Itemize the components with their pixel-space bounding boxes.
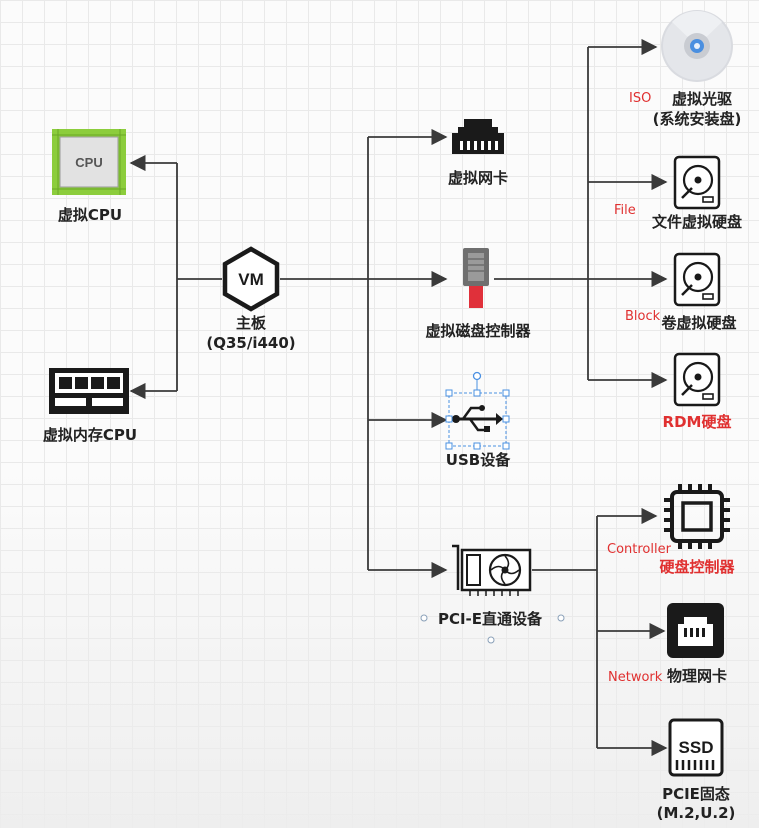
board-model-label: (Q35/i440) — [206, 334, 296, 352]
phys-nic-label: 物理网卡 — [666, 667, 727, 685]
tag-network: Network — [608, 670, 663, 685]
cd-disc-icon — [661, 10, 733, 82]
hdd-icon-rdm — [673, 352, 721, 407]
tag-iso: ISO — [629, 91, 652, 106]
usb-selection-box[interactable] — [445, 371, 510, 450]
board-label: 主板 — [235, 314, 266, 332]
pcie-card-icon — [452, 544, 532, 596]
vcdrom-sub-label: (系统安装盘) — [652, 110, 742, 128]
pcie-label: PCI-E直通设备 — [437, 610, 543, 628]
connectors — [129, 38, 668, 757]
vdisk-ctrl-label: 虚拟磁盘控制器 — [425, 322, 531, 340]
hdd-ctrl-label: 硬盘控制器 — [659, 558, 735, 576]
tag-file: File — [614, 203, 636, 218]
ethernet-port-icon — [452, 119, 504, 154]
link-board-left-trunk — [176, 163, 222, 391]
vcdrom-label: 虚拟光驱 — [671, 90, 732, 108]
hdd-icon-file — [673, 155, 721, 210]
vm-hexagon-icon: VM — [222, 246, 280, 312]
link-vdisk-trunk — [494, 47, 589, 380]
pcie-anchor-dots — [420, 614, 565, 644]
vmem-label: 虚拟内存CPU — [42, 426, 138, 444]
vol-disk-label: 卷虚拟硬盘 — [661, 314, 737, 332]
cpu-chip-text: CPU — [75, 155, 102, 170]
vcpu-label: 虚拟CPU — [57, 206, 123, 224]
sata-connector-icon — [463, 248, 489, 308]
controller-chip-icon — [664, 484, 730, 549]
file-disk-label: 文件虚拟硬盘 — [651, 213, 742, 231]
tag-block: Block — [625, 309, 661, 324]
physical-nic-icon — [667, 603, 724, 658]
usb-label: USB设备 — [445, 451, 511, 469]
usb-icon — [452, 405, 503, 432]
vnic-label: 虚拟网卡 — [447, 169, 508, 187]
cpu-icon: CPU — [52, 129, 126, 195]
tag-controller: Controller — [607, 542, 671, 557]
ram-icon — [49, 368, 129, 414]
link-pcie-trunk — [532, 516, 598, 748]
rdm-disk-label: RDM硬盘 — [662, 413, 732, 431]
ssd-icon: SSD — [668, 718, 724, 777]
hdd-icon-block — [673, 252, 721, 307]
vm-badge-text: VM — [238, 270, 264, 289]
link-board-right-trunk — [280, 137, 369, 570]
pcie-ssd-sub-label: (M.2,U.2) — [656, 804, 736, 822]
ssd-icon-text: SSD — [679, 738, 714, 757]
pcie-ssd-label: PCIE固态 — [662, 785, 730, 803]
